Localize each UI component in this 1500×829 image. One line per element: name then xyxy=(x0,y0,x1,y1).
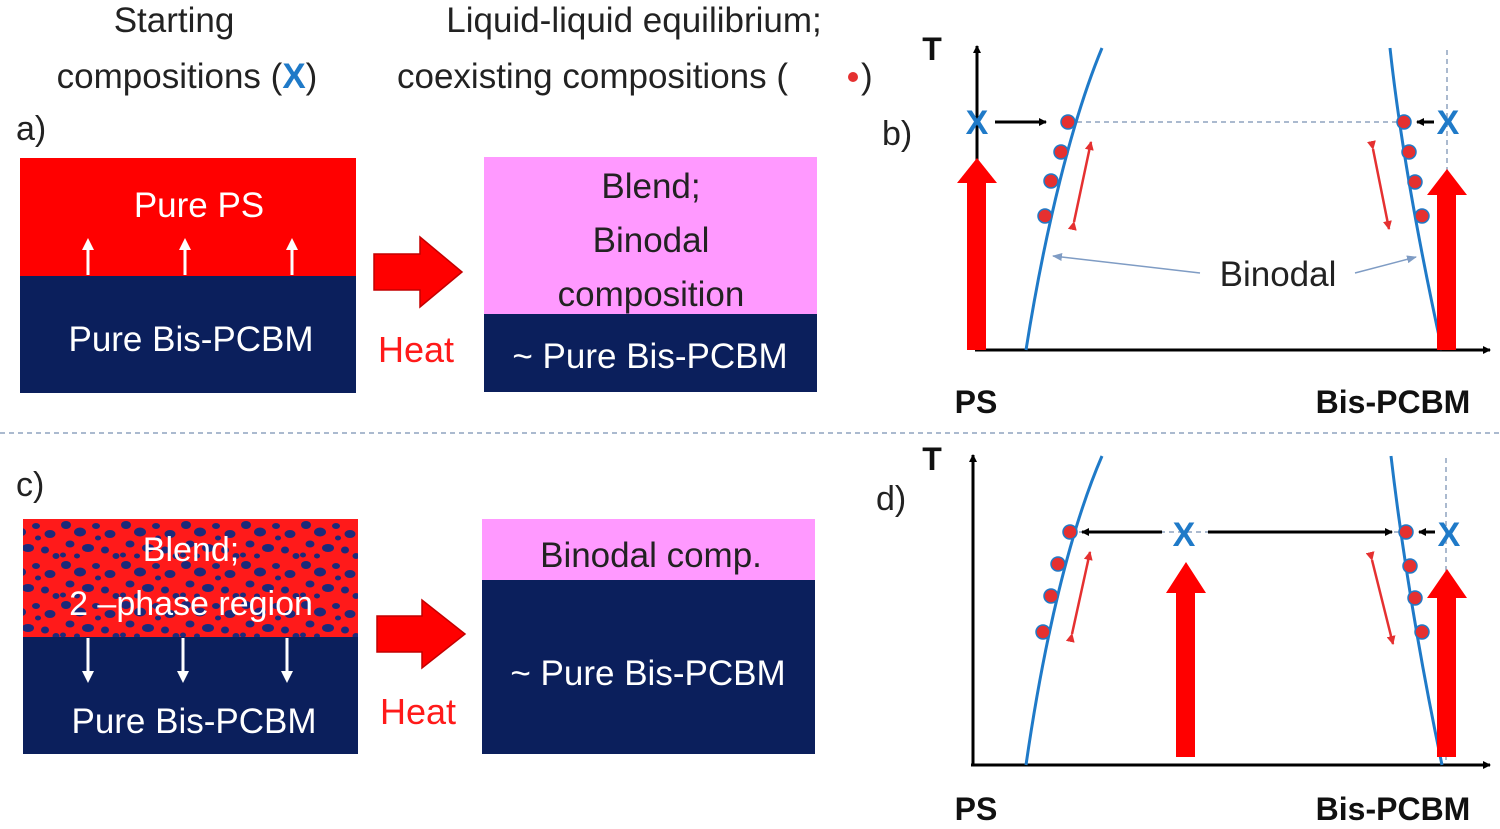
coexisting-point xyxy=(1035,624,1051,640)
heat-label-c: Heat xyxy=(380,691,456,732)
t-axis-label: T xyxy=(922,31,942,67)
x-marker-d: X xyxy=(1173,516,1196,554)
shift-arrow-d xyxy=(1365,551,1396,645)
binodal-label: Binodal xyxy=(1220,255,1337,294)
coexisting-point xyxy=(1062,524,1078,540)
coexisting-point xyxy=(1396,114,1412,130)
shift-arrow xyxy=(1367,140,1392,230)
lle-header-close: ) xyxy=(861,57,873,96)
shift-arrow xyxy=(1067,141,1094,231)
coexisting-point xyxy=(1043,588,1059,604)
x-marker: X xyxy=(966,104,989,142)
heat-arrow-icon xyxy=(376,598,467,670)
pure-bis-pcbm-result-label: ~ Pure Bis-PCBM xyxy=(512,337,787,376)
pure-bis-pcbm-label: Pure Bis-PCBM xyxy=(68,320,313,359)
bis-pcbm-residual-layer-c xyxy=(482,580,815,754)
blend-label-line3: composition xyxy=(558,275,745,314)
pure-ps-label: Pure PS xyxy=(134,186,264,225)
heating-arrowhead xyxy=(1166,562,1206,593)
heating-arrowhead xyxy=(1427,169,1467,195)
binodal-comp-label: Binodal comp. xyxy=(540,536,762,575)
coexisting-point xyxy=(1401,144,1417,160)
heating-arrow-bis-pcbm-d xyxy=(1437,595,1456,757)
binodal-curve-right xyxy=(1388,47,1444,351)
panel-a-label: a) xyxy=(16,110,46,148)
bis-pcbm-axis-label-d: Bis-PCBM xyxy=(1316,791,1471,827)
binodal-curve-right-d xyxy=(1389,455,1444,766)
pure-ps-layer xyxy=(20,158,356,276)
heating-arrowhead xyxy=(957,158,997,183)
binodal-curve-left-d xyxy=(1024,455,1104,766)
blend-label-c-line1: Blend; xyxy=(143,531,239,569)
coexisting-point xyxy=(1414,624,1430,640)
phase-diagram-b: T b) X X Binodal PS Bis-PCBM xyxy=(882,31,1491,420)
t-axis-label-d: T xyxy=(922,441,942,477)
pure-bis-pcbm-result-label-c: ~ Pure Bis-PCBM xyxy=(510,654,785,693)
pure-bis-pcbm-layer-c xyxy=(23,637,358,754)
dot-marker-legend xyxy=(848,72,858,82)
coexisting-point xyxy=(1398,524,1414,540)
heating-arrow-middle xyxy=(1176,590,1195,757)
panel-b-label: b) xyxy=(882,115,912,153)
coexisting-point xyxy=(1050,556,1066,572)
heat-label: Heat xyxy=(378,329,454,370)
coexisting-point xyxy=(1053,144,1069,160)
two-phase-blend-layer xyxy=(23,519,358,637)
coexisting-point xyxy=(1407,174,1423,190)
panel-d-label: d) xyxy=(876,480,906,518)
lle-header-line1: Liquid-liquid equilibrium; xyxy=(446,1,821,40)
blend-label-c-line2: 2 –phase region xyxy=(69,585,313,623)
coexisting-point xyxy=(1043,173,1059,189)
coexisting-point xyxy=(1060,114,1076,130)
blend-layer xyxy=(484,157,817,314)
shift-arrow-d xyxy=(1065,551,1093,643)
heating-arrowhead xyxy=(1427,569,1467,598)
coexisting-point xyxy=(1037,208,1053,224)
panel-c-label: c) xyxy=(16,466,44,504)
ps-axis-label: PS xyxy=(955,384,998,420)
binodal-comp-layer xyxy=(482,519,815,580)
bis-pcbm-residual-layer xyxy=(484,314,817,392)
pure-bis-pcbm-label-c: Pure Bis-PCBM xyxy=(71,702,316,741)
blend-label-line2: Binodal xyxy=(593,221,710,260)
binodal-pointer xyxy=(1052,253,1201,274)
heating-arrow-bis-pcbm xyxy=(1437,192,1456,350)
lle-header-line2: coexisting compositions ( xyxy=(397,57,788,96)
pure-bis-pcbm-layer xyxy=(20,276,356,393)
ps-axis-label-d: PS xyxy=(955,791,998,827)
coexisting-point xyxy=(1414,208,1430,224)
starting-header-line1: Starting xyxy=(114,1,235,40)
heat-arrow-icon xyxy=(373,235,464,309)
coexisting-point xyxy=(1407,590,1423,606)
x-marker-legend: X xyxy=(282,57,306,96)
blend-label-line1: Blend; xyxy=(601,167,700,206)
starting-header-line2: compositions (X) xyxy=(57,57,318,96)
x-marker-d: X xyxy=(1438,516,1461,554)
coexisting-point xyxy=(1402,558,1418,574)
bis-pcbm-axis-label: Bis-PCBM xyxy=(1316,384,1471,420)
phase-diagram-d: T d) X X PS Bis-PCBM xyxy=(876,441,1491,827)
heating-arrow-ps xyxy=(967,180,986,350)
binodal-pointer xyxy=(1354,255,1417,274)
binodal-curve-left xyxy=(1024,47,1104,351)
x-marker: X xyxy=(1437,104,1460,142)
